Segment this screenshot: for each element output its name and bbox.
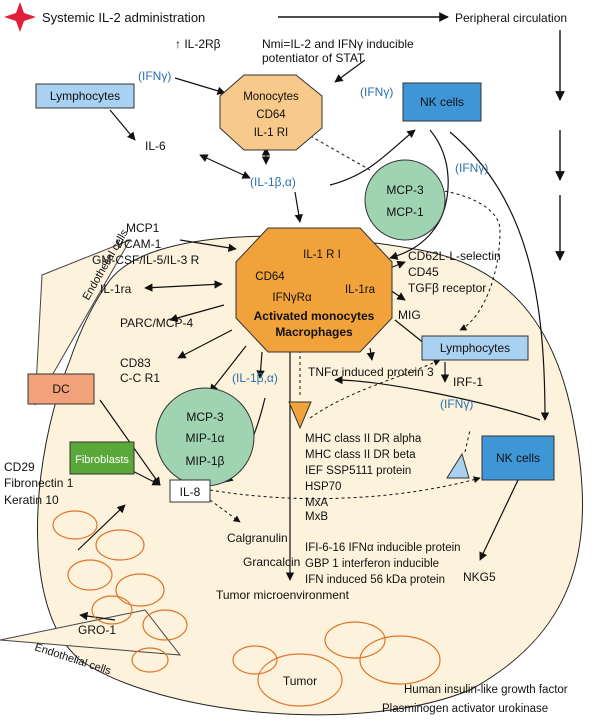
mip1b-label: MIP-1β bbox=[186, 454, 225, 468]
gene-list-item: MxB bbox=[305, 511, 328, 523]
tgfb-label: TGFβ receptor bbox=[408, 281, 486, 295]
tumor-label: Tumor bbox=[283, 674, 317, 688]
fibroblasts-box bbox=[69, 441, 135, 475]
blue-triangle-marker bbox=[446, 452, 470, 479]
calgranulin-label: Calgranulin bbox=[227, 531, 288, 545]
il2rb-label: ↑ IL-2Rβ bbox=[175, 37, 221, 51]
gmcsf-label: GM-CSF/IL-5/IL-3 R bbox=[92, 253, 200, 267]
gene-list-item: MHC class II DR alpha bbox=[305, 433, 422, 445]
dc-label: DC bbox=[52, 382, 70, 396]
mip1a-label: MIP-1α bbox=[186, 431, 225, 445]
il1ba-label-2: (IL-1β,α) bbox=[232, 371, 278, 385]
ifngra-label: IFNγRα bbox=[272, 292, 312, 304]
insulin-growth-factor-label: Human insulin-like growth factor bbox=[404, 684, 568, 696]
cd45-label: CD45 bbox=[408, 265, 439, 279]
nk-cells-box-top bbox=[402, 82, 482, 122]
cd64-activated-label: CD64 bbox=[255, 271, 285, 283]
keratin-label: Keratin 10 bbox=[4, 493, 59, 507]
lymphocytes-box-right bbox=[421, 335, 529, 361]
nkg5-label: NKG5 bbox=[463, 570, 496, 584]
endothelial-bottom-label: Endothelial cells bbox=[33, 641, 113, 677]
monocytes-il1ri-label: IL-1 RI bbox=[254, 127, 289, 139]
ifng-label-3: (IFNγ) bbox=[455, 161, 488, 175]
il1ra-activated-label: IL-1ra bbox=[345, 284, 376, 296]
ccr1-label: C-C R1 bbox=[120, 371, 160, 385]
monocytes-cd64-label: CD64 bbox=[256, 109, 286, 121]
lymphocytes-right-label: Lymphocytes bbox=[440, 341, 510, 355]
activated-monocytes-octagon bbox=[235, 227, 393, 353]
endothelial-cells-top bbox=[34, 239, 132, 406]
lymphocytes-top-label: Lymphocytes bbox=[50, 89, 120, 103]
mcp1-input-label: MCP1 bbox=[126, 221, 160, 235]
endothelial-cells-bottom bbox=[0, 609, 182, 656]
ifng-label-4: (IFNγ) bbox=[440, 397, 473, 411]
il6-label: IL-6 bbox=[145, 139, 166, 153]
il1ri-activated-label: IL-1 R I bbox=[303, 249, 341, 261]
gene-list-item: IEF SSP5111 protein bbox=[305, 465, 411, 477]
nk-cells-bottom-label: NK cells bbox=[496, 451, 540, 465]
mcp-circle bbox=[364, 159, 446, 241]
plasminogen-label: Plasminogen activator urokinase bbox=[382, 703, 548, 715]
tumor-microenvironment-label: Tumor microenvironment bbox=[216, 588, 350, 602]
activated-monocytes-title: Activated monocytes bbox=[254, 309, 375, 323]
cd62l-label: CD62L-L-selectin bbox=[408, 249, 501, 263]
monocytes-octagon bbox=[219, 74, 323, 151]
fibroblasts-label: Fibroblasts bbox=[75, 454, 129, 466]
lymphocytes-box-top bbox=[35, 83, 135, 109]
ifng-label-1: (IFNγ) bbox=[138, 69, 171, 83]
gene-list2-item: IFN induced 56 kDa protein bbox=[305, 574, 445, 586]
dc-box bbox=[27, 373, 95, 405]
ifng-label-2: (IFNγ) bbox=[360, 85, 393, 99]
nk-cells-top-label: NK cells bbox=[420, 95, 464, 109]
il8-label: IL-8 bbox=[180, 485, 201, 499]
orange-triangle-marker bbox=[288, 401, 312, 430]
grancalcin-label: Grancalcin bbox=[243, 555, 300, 569]
vcam1-label: VCAM-1 bbox=[116, 237, 162, 251]
il1ba-label-1: (IL-1β,α) bbox=[250, 175, 296, 189]
peripheral-circulation-label: Peripheral circulation bbox=[455, 11, 567, 25]
gene-list-item: HSP70 bbox=[305, 481, 341, 493]
irf1-label: IRF-1 bbox=[453, 375, 483, 389]
tnfa-label: TNFα induced protein 3 bbox=[308, 365, 434, 379]
gene-list2-item: GBP 1 interferon inducible bbox=[305, 558, 439, 570]
il8-box bbox=[169, 479, 211, 503]
macrophages-title: Macrophages bbox=[275, 325, 353, 339]
mig-label: MIG bbox=[398, 308, 421, 322]
cd83-label: CD83 bbox=[120, 356, 151, 370]
mcp1-label: MCP-1 bbox=[386, 205, 424, 219]
cd29-label: CD29 bbox=[4, 460, 35, 474]
parc-label: PARC/MCP-4 bbox=[120, 316, 193, 330]
nk-cells-box-bottom bbox=[481, 435, 555, 481]
monocytes-label: Monocytes bbox=[243, 91, 299, 103]
red-star-icon bbox=[4, 2, 36, 32]
il1ra-left-label: IL-1ra bbox=[100, 282, 132, 296]
tumor-cell-cluster bbox=[52, 510, 441, 707]
gene-list-item: MxA bbox=[305, 497, 328, 509]
nmi-label-line2: potentiator of STAT bbox=[262, 51, 365, 65]
gene-list-item: MHC class II DR beta bbox=[305, 449, 416, 461]
gro1-label: GRO-1 bbox=[78, 623, 116, 637]
mcp3-label: MCP-3 bbox=[386, 183, 424, 197]
nmi-label-line1: Nmi=IL-2 and IFNγ inducible bbox=[262, 37, 414, 51]
fibronectin-label: Fibronectin 1 bbox=[4, 476, 74, 490]
systemic-il2-label: Systemic IL-2 administration bbox=[42, 10, 205, 25]
gene-list2-item: IFI-6-16 IFNα inducible protein bbox=[305, 542, 461, 554]
mip-mcp3-label: MCP-3 bbox=[186, 410, 224, 424]
